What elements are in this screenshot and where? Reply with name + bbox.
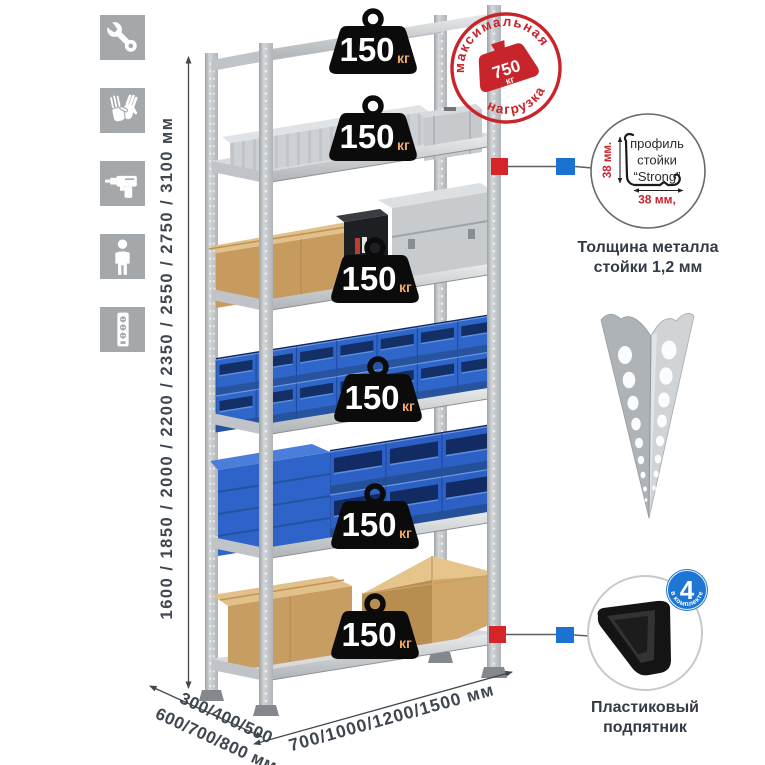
svg-text:150: 150: [339, 31, 394, 68]
load-badge-1: 150 кг: [329, 8, 417, 74]
load-badge-6: 150 кг: [331, 593, 419, 659]
svg-text:кг: кг: [399, 279, 412, 295]
svg-text:150: 150: [341, 506, 396, 543]
svg-text:4: 4: [680, 575, 695, 605]
profile-caption-line2: стойки 1,2 мм: [593, 259, 703, 276]
plastic-foot-drawing: [597, 600, 671, 676]
load-badge-5: 150 кг: [331, 483, 419, 549]
svg-text:150: 150: [341, 260, 396, 297]
drill-icon: [100, 161, 145, 206]
svg-text:150: 150: [344, 379, 399, 416]
svg-text:кг: кг: [399, 635, 412, 651]
svg-text:1600 / 1850 / 2000 / 2200 / 23: 1600 / 1850 / 2000 / 2200 / 2350 / 2550 …: [158, 117, 176, 620]
svg-text:кг: кг: [399, 525, 412, 541]
svg-text:38 мм,: 38 мм,: [638, 193, 676, 207]
silver-case: [378, 183, 495, 288]
svg-text:кг: кг: [504, 74, 516, 87]
svg-text:150: 150: [341, 616, 396, 653]
post-profile-drawing: [623, 133, 681, 187]
svg-text:кг: кг: [397, 137, 410, 153]
profile-callout-marker: [491, 158, 593, 175]
svg-text:кг: кг: [402, 398, 415, 414]
height-dimension: 1600 / 1850 / 2000 / 2200 / 2350 / 2550 …: [158, 56, 192, 689]
svg-text:кг: кг: [397, 50, 410, 66]
foot-caption-line1: Пластиковый: [590, 699, 700, 716]
power-strip-icon: [100, 307, 145, 352]
gloves-icon: [100, 88, 145, 133]
red-marker-top: [491, 158, 508, 175]
blue-marker-top: [556, 158, 575, 175]
load-badge-3: 150 кг: [331, 237, 419, 303]
profile-caption: Толщина металла стойки 1,2 мм: [558, 238, 738, 278]
foot-callout-marker: [489, 626, 590, 643]
foot-caption: Пластиковый подпятник: [555, 698, 735, 738]
svg-text:150: 150: [339, 118, 394, 155]
blue-marker-bottom: [556, 627, 574, 643]
load-badge-4: 150 кг: [334, 356, 422, 422]
profile-callout: 38 мм. 38 мм, профиль стойки “Strong”: [590, 113, 706, 229]
svg-text:“Strong”: “Strong”: [634, 169, 681, 184]
foot-caption-line2: подпятник: [603, 719, 687, 736]
svg-text:стойки: стойки: [637, 153, 677, 168]
foot-callout: 4 в комплекте: [587, 569, 708, 691]
svg-text:700/1000/1200/1500 мм: 700/1000/1200/1500 мм: [286, 679, 496, 755]
red-marker-bottom: [489, 626, 506, 643]
stamp-weight-icon: 750 кг: [478, 40, 539, 92]
count-badge: 4 в комплекте: [666, 569, 708, 611]
svg-text:38 мм.: 38 мм.: [602, 142, 614, 178]
wrench-icon: [100, 15, 145, 60]
load-badge-2: 150 кг: [329, 95, 417, 161]
person-icon: [100, 234, 145, 279]
profile-caption-line1: Толщина металла: [577, 239, 719, 256]
angle-post-detail: [600, 313, 695, 519]
svg-text:профиль: профиль: [630, 136, 684, 151]
width-dimension: 700/1000/1200/1500 мм: [253, 670, 513, 755]
